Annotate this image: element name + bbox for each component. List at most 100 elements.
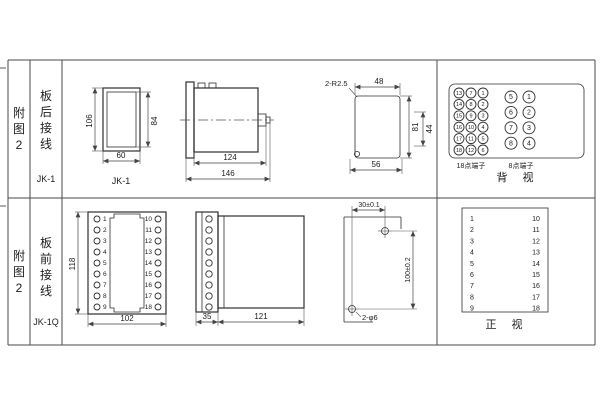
face-left-number: 7 [470, 283, 474, 290]
body-depth-dimension-value: 124 [223, 153, 237, 162]
face-left-number: 8 [470, 294, 474, 301]
top-screw [197, 82, 206, 89]
terminal18-circle [465, 98, 477, 110]
front-right-terminal-circle [154, 237, 162, 245]
row1-model-label: JK-1 [36, 174, 56, 184]
terminal-screw [205, 237, 213, 245]
panel-cutout-drawing: 2-R2.5 48 56 81 44 [325, 77, 434, 174]
relay-body [217, 215, 305, 309]
face-right-number: 11 [532, 227, 539, 234]
terminal18-number: 4 [481, 125, 484, 131]
face-right-number: 18 [532, 306, 540, 313]
terminal18-circle [465, 144, 477, 156]
face-left-number: 3 [470, 238, 474, 245]
front-left-terminal-circle [93, 292, 101, 300]
terminal18-number: 6 [481, 148, 484, 154]
terminal18-circle [453, 87, 465, 99]
terminal8-circle [522, 136, 536, 150]
jk1-front-view-drawing: 106 84 60 JK-1 [85, 87, 159, 186]
leader-line [355, 311, 362, 318]
hole-span-dimension-value: 44 [425, 124, 434, 133]
face-left-number: 5 [470, 261, 474, 268]
face-right-number: 14 [532, 261, 540, 268]
face-left-number: 6 [470, 272, 474, 279]
cutout-height-dimension-value: 81 [411, 122, 420, 131]
back-view-caption: 背 视 [497, 170, 536, 184]
row2-model-label: JK-1Q [33, 317, 59, 327]
terminal18-number: 14 [456, 102, 462, 108]
model-caption: JK-1 [112, 176, 131, 186]
terminal-screw [205, 303, 213, 311]
front-right-terminal-number: 18 [145, 304, 153, 311]
terminal-screw [205, 248, 213, 256]
front-left-terminal-circle [93, 237, 101, 245]
terminal18-circle [453, 98, 465, 110]
front-left-terminal-circle [93, 226, 101, 234]
front-right-terminal-circle [154, 215, 162, 223]
terminal18-circle [477, 133, 489, 145]
cutout-outline [354, 95, 401, 159]
bottom-width-dimension-value: 56 [372, 160, 381, 169]
front-right-terminal-number: 14 [145, 260, 153, 267]
terminal18-number: 17 [456, 136, 462, 142]
front-left-terminal-circle [93, 303, 101, 311]
terminal8-circle [504, 136, 518, 150]
terminal18-number: 12 [468, 148, 474, 154]
terminal8-number: 8 [509, 140, 513, 147]
hole-y-spacing-value: 100±0.2 [405, 257, 412, 282]
front-left-terminal-number: 1 [103, 216, 107, 223]
terminal8-circle [522, 121, 536, 135]
terminal8-circle [522, 90, 536, 104]
face-left-number: 4 [470, 250, 474, 257]
front-right-terminal-circle [154, 248, 162, 256]
front-left-terminal-number: 3 [103, 238, 107, 245]
front-right-terminal-circle [154, 281, 162, 289]
body-depth-dimension-value: 121 [254, 312, 268, 321]
inner-height-dimension-value: 84 [150, 116, 159, 125]
terminal18-number: 7 [469, 91, 472, 97]
corner-radius-note: 2-R2.5 [325, 79, 348, 88]
case-outline [102, 87, 141, 152]
terminal18-number: 8 [469, 102, 472, 108]
row2-figure-label: 附图2 [12, 249, 25, 295]
face-right-number: 10 [532, 216, 540, 223]
face-right-number: 13 [532, 250, 540, 257]
table-grid [7, 59, 596, 346]
face-right-number: 16 [532, 283, 540, 290]
row1-wiring-label: 板后接线 [39, 89, 52, 151]
top-width-dimension-value: 48 [375, 77, 384, 86]
corner-hole [353, 150, 360, 157]
front-left-terminal-number: 6 [103, 271, 107, 278]
terminal-18-label: 18点端子 [457, 161, 486, 170]
terminal8-number: 4 [527, 140, 531, 147]
terminal-screw [205, 215, 213, 223]
terminal18-circle [453, 144, 465, 156]
front-left-terminal-circle [93, 248, 101, 256]
terminal18-circle [477, 110, 489, 122]
terminal18-number: 1 [481, 91, 484, 97]
front-left-terminal-number: 2 [103, 227, 107, 234]
terminal-panel-outline [448, 83, 585, 159]
terminal18-circle [465, 121, 477, 133]
terminal8-number: 3 [527, 125, 531, 132]
terminal-screw [205, 259, 213, 267]
face-right-number: 17 [532, 294, 540, 301]
terminal18-number: 10 [468, 125, 474, 131]
width-dimension-value: 102 [120, 314, 134, 323]
panel-drilling-plan: 30±0.1 100±0.2 2-φ6 [343, 202, 417, 323]
front-left-terminal-circle [93, 281, 101, 289]
terminal18-circle [477, 98, 489, 110]
front-right-terminal-circle [154, 303, 162, 311]
width-dimension-value: 60 [117, 151, 126, 160]
front-right-terminal-number: 17 [145, 293, 153, 300]
face-left-number: 1 [470, 216, 474, 223]
terminal-8-label: 8点端子 [509, 161, 534, 170]
front-right-terminal-number: 12 [145, 238, 153, 245]
